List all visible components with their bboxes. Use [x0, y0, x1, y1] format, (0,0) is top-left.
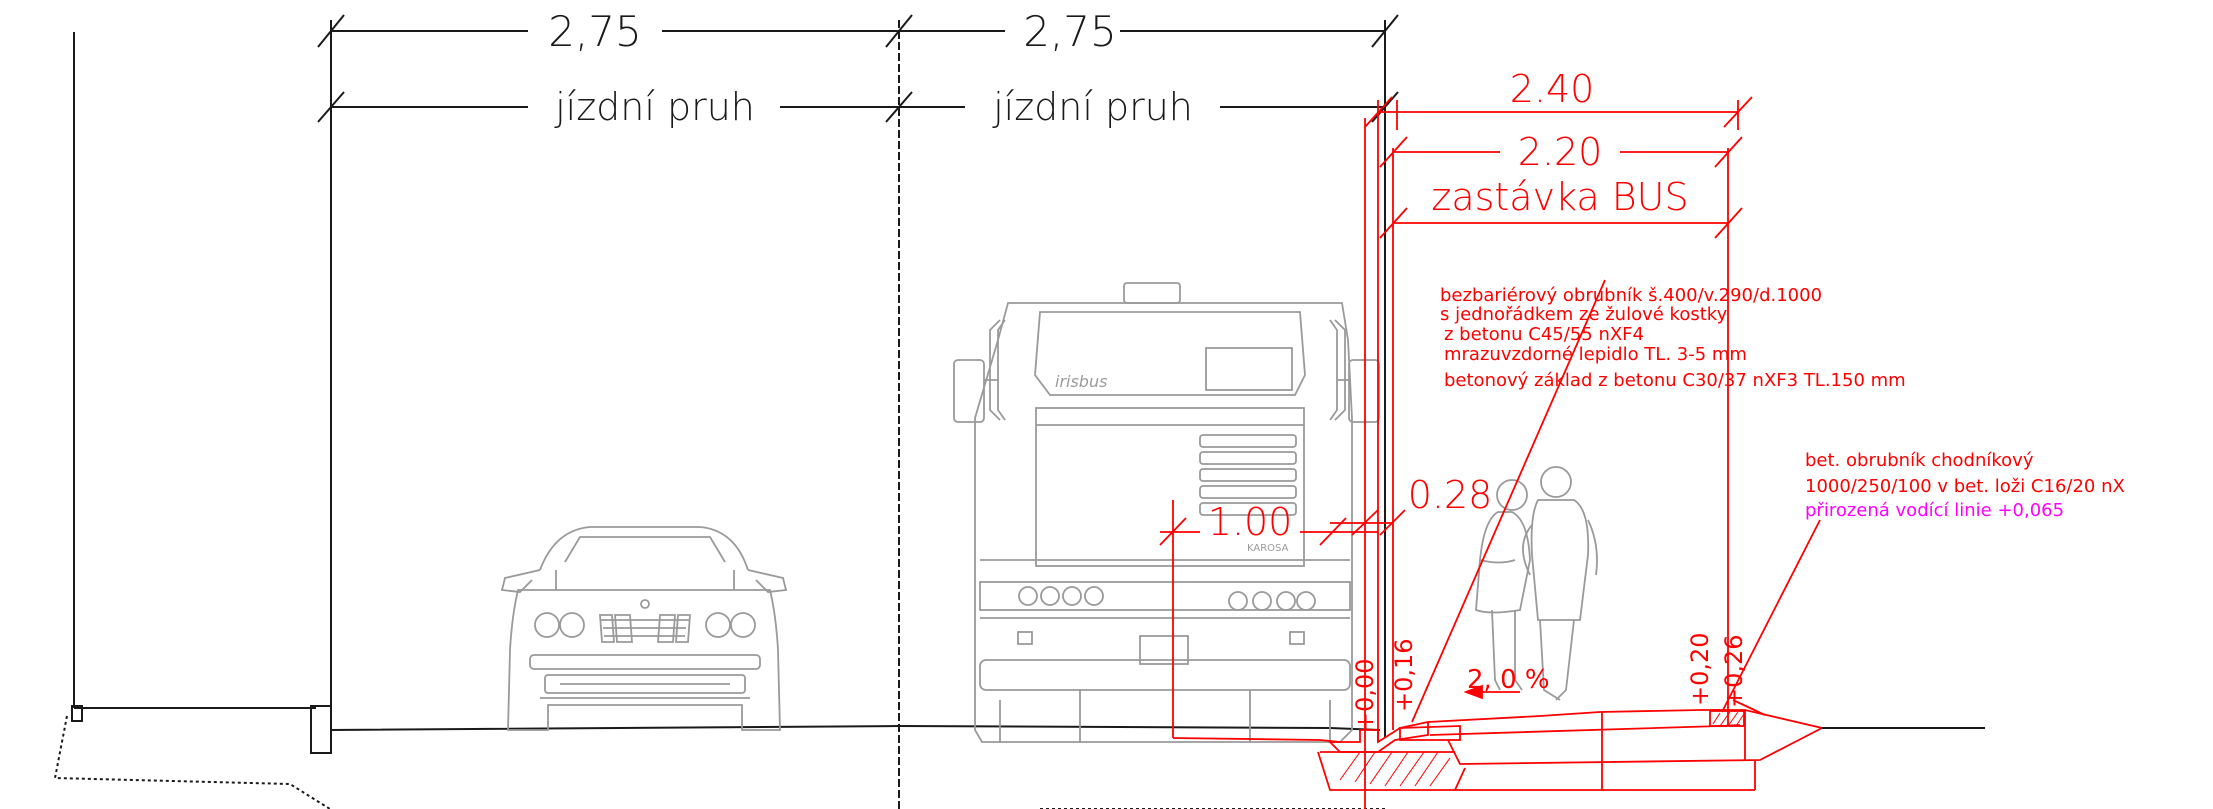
svg-text:betonový základ z betonu C30/3: betonový základ z betonu C30/37 nXF3 TL.… — [1444, 370, 1906, 391]
sidewalk-curb-note: bet. obrubník chodníkový 1000/250/100 v … — [1805, 450, 2125, 497]
road-surface-line — [330, 724, 1381, 731]
svg-text:z betonu C45/55 nXF4: z betonu C45/55 nXF4 — [1444, 324, 1644, 345]
level-curb-top: +0,16 — [1390, 638, 1418, 712]
lane2-width-dim: 2,75 — [1023, 7, 1117, 56]
guide-line-note: přirozená vodící linie +0,065 — [1805, 500, 2064, 521]
sidewalk-curb-block — [1709, 710, 1745, 727]
barrier-free-curb-note: bezbariérový obrubník š.400/v.290/d.1000… — [1440, 285, 1906, 391]
slope-label: 2, 0 % — [1467, 665, 1550, 695]
existing-structure — [53, 20, 1386, 809]
curb-width-dim: 0.28 — [1408, 473, 1493, 517]
curb-hatch — [1339, 711, 1745, 787]
lane1-width-dim: 2,75 — [548, 7, 642, 56]
level-walk-curb: +0,26 — [1720, 634, 1748, 708]
lane1-label: jízdní pruh — [554, 85, 755, 129]
subgrade-dotted-line — [53, 715, 331, 809]
level-walk-edge: +0,20 — [1686, 632, 1714, 706]
top-dimension-row — [317, 14, 1399, 48]
level-road: +0,00 — [1351, 658, 1379, 732]
lane2-label: jízdní pruh — [992, 85, 1193, 129]
curb-offset-dim: 1.00 — [1208, 500, 1293, 544]
stop-width-dim: 2.20 — [1518, 130, 1603, 174]
bus-front-view — [953, 282, 1380, 743]
car-front-view — [500, 526, 788, 731]
bus-brand-label: irisbus — [1055, 372, 1107, 391]
svg-text:s jednořádkem ze žulové kostky: s jednořádkem ze žulové kostky — [1440, 304, 1728, 325]
stop-total-dim: 2.40 — [1510, 67, 1595, 111]
design-red-structure — [1159, 96, 1825, 809]
left-wall-block — [71, 705, 83, 722]
lane-label-row — [317, 91, 1399, 123]
svg-text:bet. obrubník chodníkový: bet. obrubník chodníkový — [1805, 450, 2034, 471]
svg-text:mrazuvzdorné lepidlo TL. 3-5 m: mrazuvzdorné lepidlo TL. 3-5 mm — [1444, 344, 1747, 365]
bus-model-label: KAROSA — [1247, 543, 1289, 554]
lane-edge-block — [310, 705, 332, 754]
slope-arrow — [1463, 684, 1520, 700]
svg-text:1000/250/100 v bet. loži C16/2: 1000/250/100 v bet. loži C16/20 nX — [1805, 476, 2125, 497]
svg-text:bezbariérový obrubník š.400/v.: bezbariérový obrubník š.400/v.290/d.1000 — [1440, 285, 1822, 306]
stop-label: zastávka BUS — [1431, 175, 1688, 219]
